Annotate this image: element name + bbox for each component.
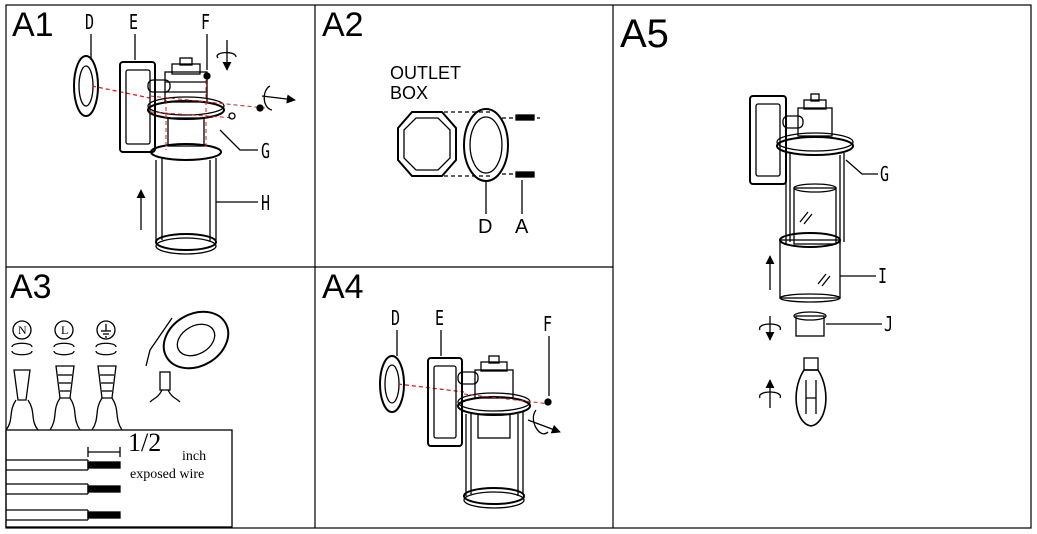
a5-glass-shade	[779, 239, 841, 299]
a2-outlet-box	[397, 111, 457, 177]
a5-part-i: I	[878, 264, 888, 288]
a3-live-label: L	[61, 323, 69, 337]
a5-socket-ring	[795, 315, 825, 337]
a1-part-g: G	[261, 139, 271, 163]
panel-grid	[5, 4, 1032, 529]
a3-strip-gauge	[5, 429, 233, 528]
a4-diagram	[379, 330, 561, 509]
a1-top-ring	[147, 100, 225, 120]
a3-live-terminal	[54, 320, 74, 340]
a4-part-d: D	[391, 306, 401, 330]
a3-note: exposed wire	[130, 467, 205, 482]
a3-unit: inch	[182, 449, 207, 464]
a3-ground-terminal	[96, 320, 116, 340]
a1-diagram	[73, 34, 296, 255]
a5-bulb	[795, 369, 827, 427]
a5-diagram	[749, 93, 882, 427]
a3-diagram	[5, 310, 233, 528]
a3-wire-3	[6, 509, 121, 521]
a1-backplate	[119, 61, 156, 153]
a5-top-ring	[776, 136, 854, 156]
a2-box-label: BOX	[390, 83, 429, 103]
a2-outlet-label: OUTLET	[390, 63, 462, 83]
a1-part-e: E	[129, 10, 139, 34]
panel-label-a3: A3	[10, 268, 52, 306]
a2-part-a: A	[515, 216, 529, 238]
a4-canopy-plate	[379, 355, 405, 413]
a5-glass-inner	[793, 187, 837, 245]
panel-label-a4: A4	[322, 268, 364, 306]
a3-tape-roll	[162, 310, 230, 370]
a1-part-h: H	[261, 191, 271, 215]
a5-bulb-base	[803, 357, 819, 371]
a2-diagram	[397, 108, 540, 214]
a1-canopy-plate	[73, 55, 99, 117]
panel-label-a1: A1	[12, 6, 54, 44]
a5-part-g: G	[880, 162, 890, 186]
panel-label-a5: A5	[620, 12, 669, 56]
a1-part-f: F	[201, 10, 211, 34]
a3-neutral-terminal	[12, 320, 32, 340]
a4-part-e: E	[435, 306, 445, 330]
a3-fraction: 1/2	[128, 428, 162, 457]
a3-neutral-label: N	[18, 323, 27, 337]
panel-label-a2: A2	[322, 6, 364, 44]
a5-part-j: J	[884, 312, 894, 336]
a3-wire-1	[6, 459, 121, 471]
a3-wire-2	[6, 483, 121, 495]
a1-part-d: D	[85, 10, 95, 34]
a4-part-f: F	[543, 312, 553, 336]
a2-canopy-plate	[463, 108, 509, 182]
a4-backplate	[427, 357, 463, 447]
a2-part-d: D	[478, 216, 493, 238]
